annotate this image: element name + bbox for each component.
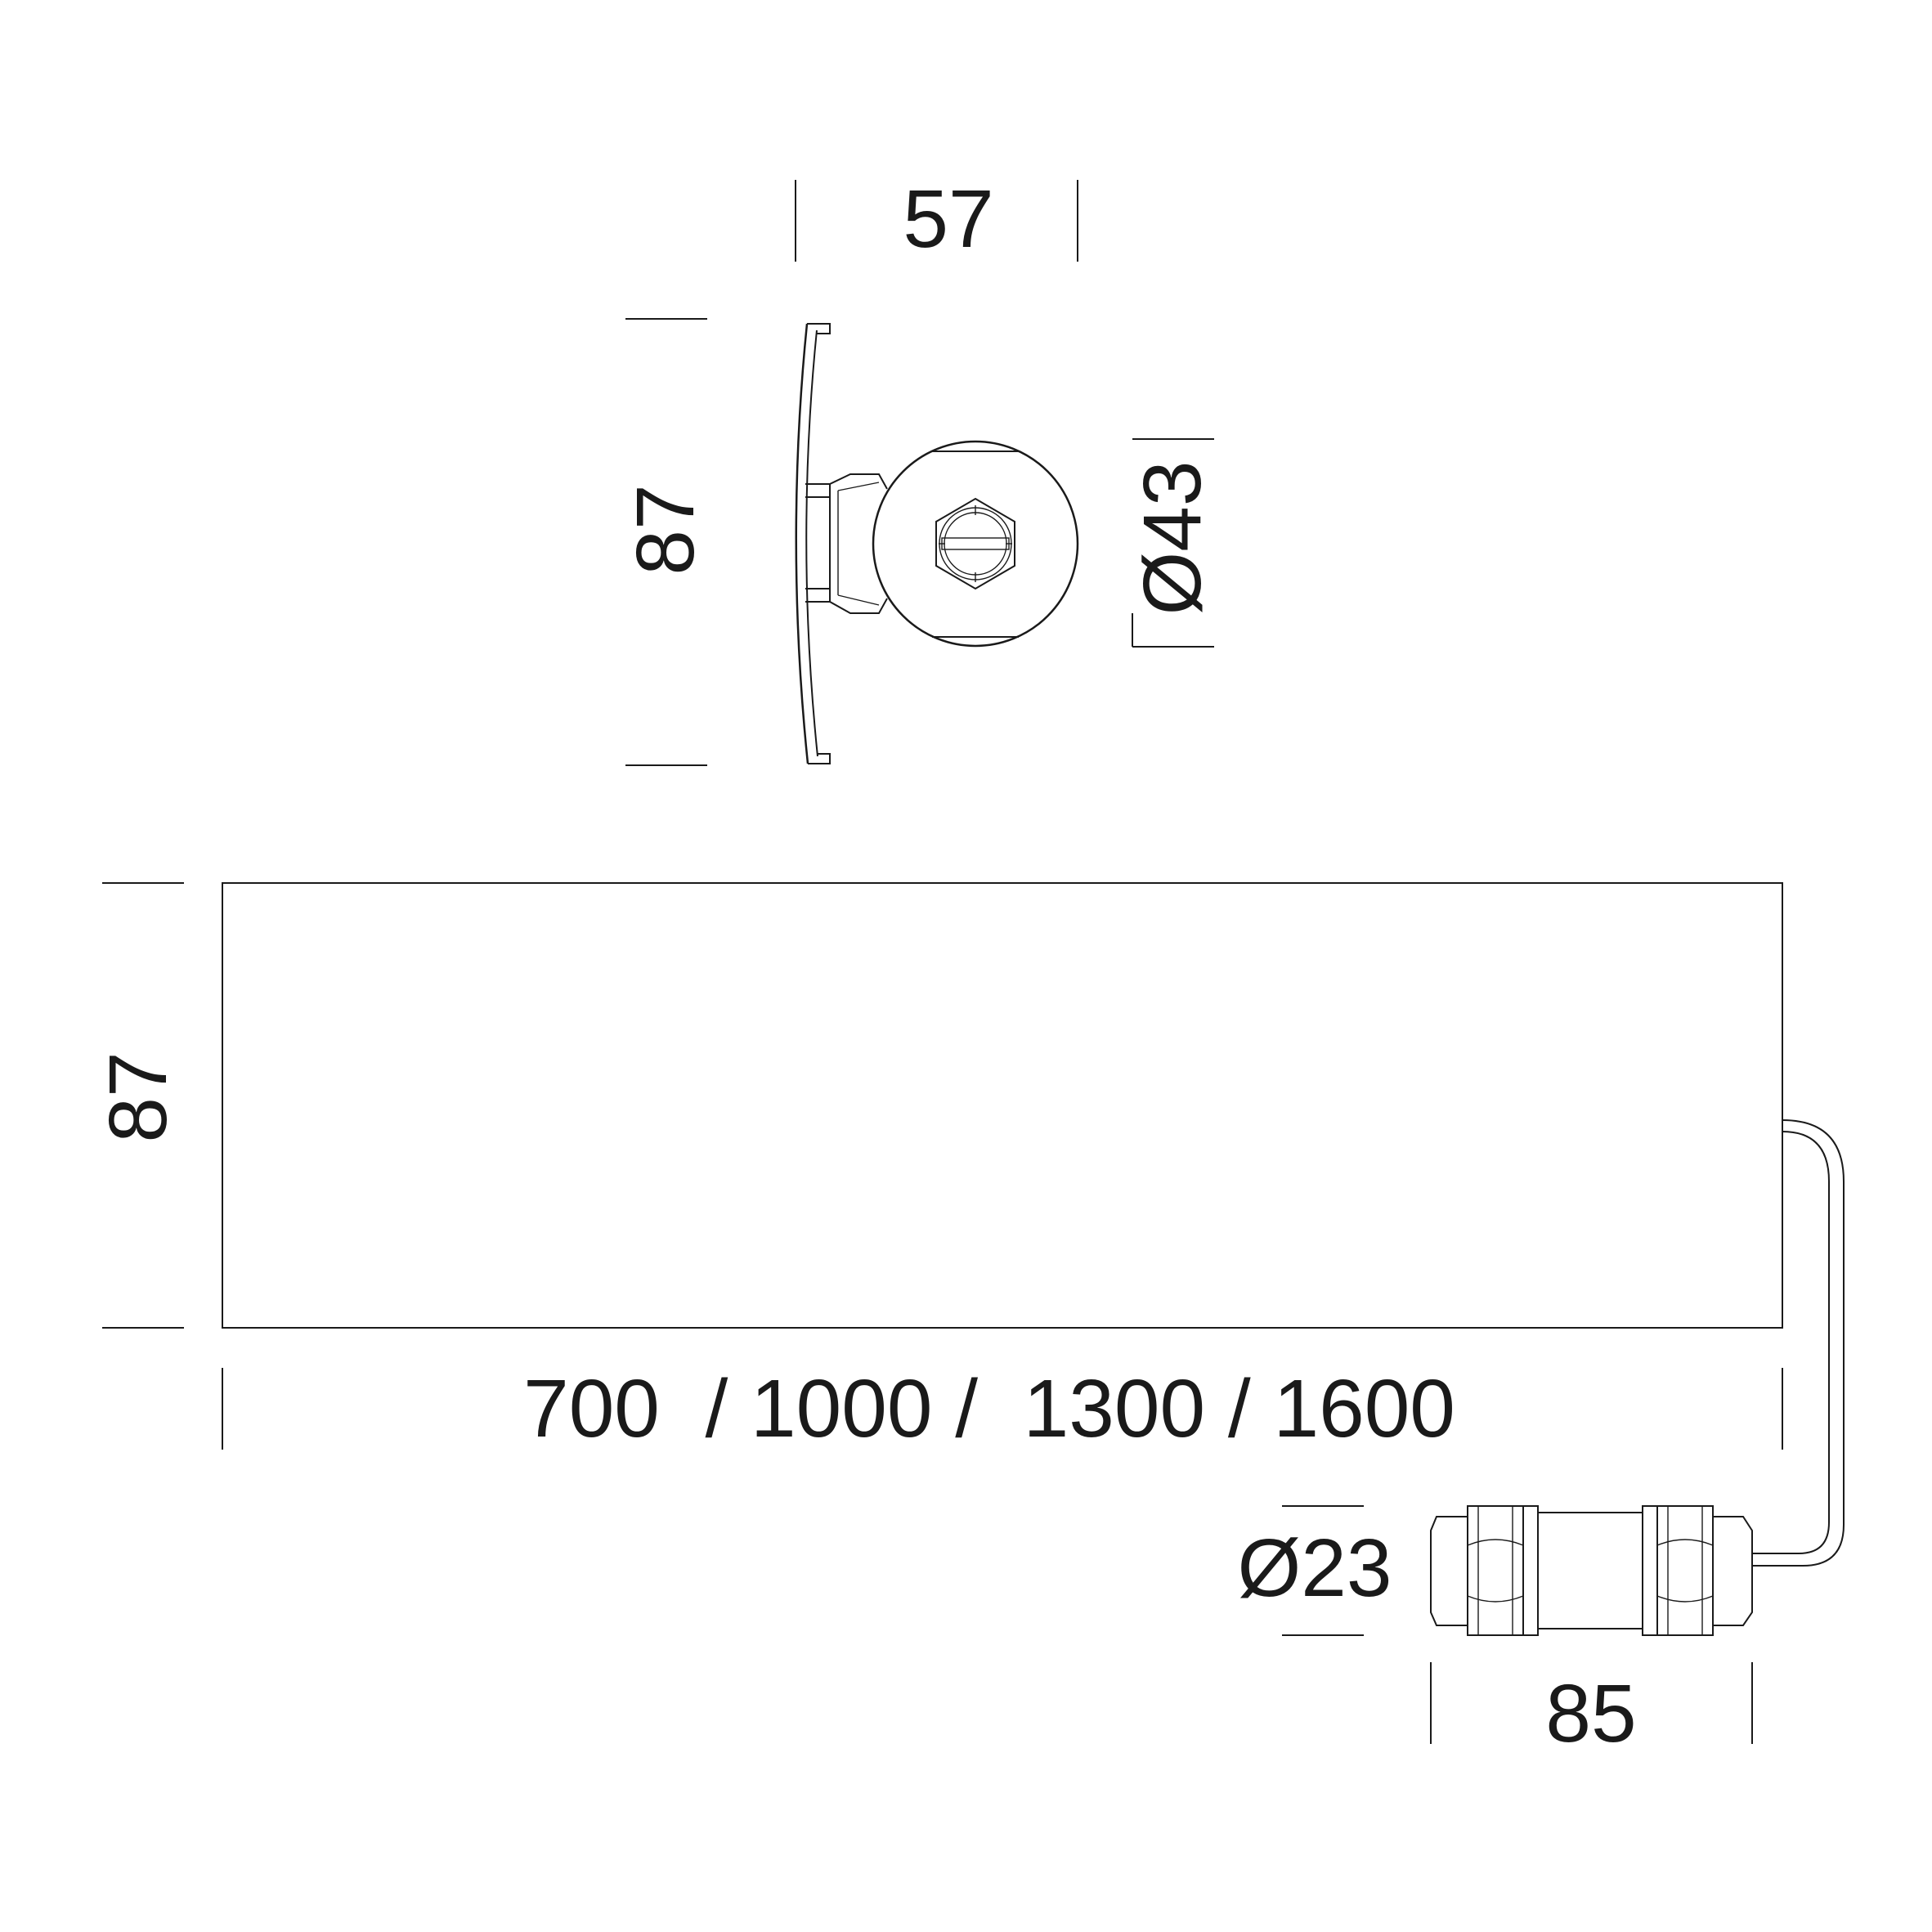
clip-arm-top [829, 473, 888, 490]
lamp-body-section [872, 440, 1079, 648]
rail-outer-curve [795, 323, 809, 764]
hex-outline [935, 497, 1015, 590]
connector-barrel [1537, 1512, 1643, 1629]
side-view: 57 87 [620, 173, 1218, 766]
connector-left-ring [1522, 1505, 1539, 1636]
connector-right-nut-chamfer [1656, 1539, 1714, 1603]
width-label: 57 [903, 173, 993, 265]
rail-top-lip [807, 323, 831, 334]
clip-top-slot [805, 483, 831, 498]
rail-profile [795, 323, 888, 764]
side-diameter-dimension: Ø43 [1127, 438, 1218, 648]
lamp-body-circle [872, 440, 1079, 648]
side-height-dimension: 87 [620, 318, 711, 766]
cable-slot [941, 537, 1010, 550]
power-cable [1752, 1119, 1845, 1567]
cable-inner [1752, 1131, 1830, 1554]
cable-outer [1752, 1119, 1845, 1567]
connector-length-dimension: 85 [1430, 1662, 1753, 1759]
connector-diameter-label: Ø23 [1237, 1522, 1392, 1614]
front-view: 87 700 / 1000 / 1300 / 1600 [92, 882, 1845, 1759]
hex-ring-inner [944, 512, 1007, 576]
connector-length-label: 85 [1545, 1668, 1636, 1759]
hex-ring-outer [939, 507, 1012, 580]
connector-left-cap [1430, 1516, 1468, 1626]
front-height-label: 87 [92, 1051, 184, 1142]
clip-arm-bottom [829, 598, 888, 614]
cable-connector [1430, 1505, 1753, 1636]
connector-left-nut-chamfer [1467, 1539, 1524, 1603]
luminaire-body [222, 882, 1783, 1329]
length-label: 700 / 1000 / 1300 / 1600 [523, 1363, 1455, 1455]
clip-bottom-slot [805, 588, 831, 603]
side-height-label: 87 [620, 484, 711, 575]
connector-diameter-dimension: Ø23 [1237, 1505, 1392, 1636]
rail-bottom-lip [808, 753, 831, 764]
length-dimension: 700 / 1000 / 1300 / 1600 [222, 1363, 1783, 1455]
rail-inner-curve [805, 329, 818, 757]
connector-left-nut [1467, 1505, 1524, 1636]
connector-right-ring [1642, 1505, 1658, 1636]
front-height-dimension: 87 [92, 882, 184, 1329]
clip-inner-line [837, 482, 880, 606]
width-dimension: 57 [795, 173, 1078, 265]
hex-cap-icon [935, 497, 1015, 590]
connector-right-nut [1656, 1505, 1714, 1636]
connector-right-cap [1712, 1516, 1753, 1626]
side-diameter-label: Ø43 [1127, 460, 1218, 615]
